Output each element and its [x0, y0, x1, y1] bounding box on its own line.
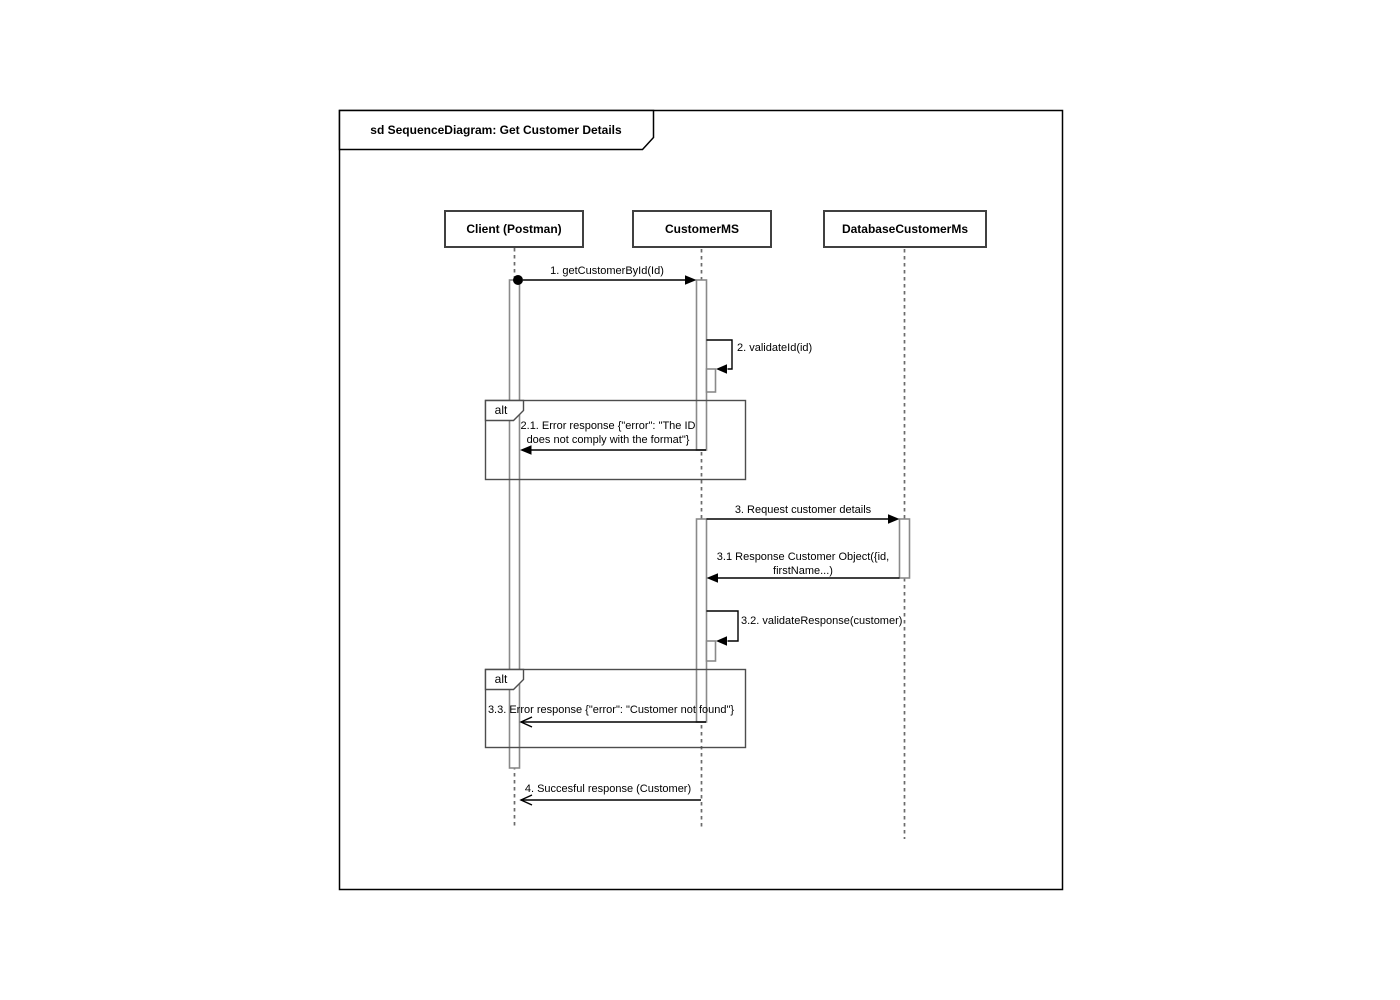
alt-fragment-2	[484, 668, 747, 749]
alt-fragment-1-label-shape	[484, 399, 525, 422]
participant-database: DatabaseCustomerMs	[823, 210, 987, 248]
message-3-3-label: 3.3. Error response {"error": "Customer …	[487, 704, 735, 716]
message-4-arrow	[519, 794, 701, 806]
filled-arrowhead-icon	[706, 573, 718, 583]
message-2-label: 2. validateId(id)	[737, 342, 813, 354]
filled-arrowhead-icon	[685, 275, 697, 285]
filled-arrowhead-icon	[888, 514, 900, 524]
activation-database	[898, 518, 911, 579]
message-3-2-label: 3.2. validateResponse(customer)	[741, 615, 903, 627]
message-2-1-label: 2.1. Error response {"error": "The ID do…	[500, 420, 716, 447]
open-arrowhead-icon	[519, 794, 533, 806]
activation-customerms-2	[695, 518, 708, 723]
activation-client	[508, 279, 521, 769]
participant-customerms: CustomerMS	[632, 210, 772, 248]
message-2-1-line2: does not comply with the format"}	[526, 433, 690, 446]
message-3-2-self-loop	[706, 610, 739, 646]
message-3-arrow	[706, 514, 900, 524]
message-2-self-loop	[706, 339, 733, 374]
open-arrowhead-icon	[519, 716, 533, 728]
activation-validateid	[705, 368, 717, 393]
filled-arrowhead-icon	[520, 445, 532, 455]
message-3-1-line2: firstName...)	[773, 564, 833, 577]
filled-arrowhead-icon	[716, 636, 727, 646]
message-1-arrow	[513, 275, 697, 285]
alt-fragment-2-label-shape	[484, 668, 525, 691]
participant-client: Client (Postman)	[444, 210, 584, 248]
message-4-label: 4. Succesful response (Customer)	[524, 783, 692, 795]
alt-fragment-2-label: alt	[494, 672, 508, 686]
message-2-1-arrow	[520, 445, 706, 455]
message-3-1-label: 3.1 Response Customer Object({id, firstN…	[693, 551, 913, 578]
alt-fragment-1	[484, 399, 747, 481]
diagram-title: sd SequenceDiagram: Get Customer Details	[370, 122, 622, 137]
message-3-1-arrow	[706, 573, 900, 583]
filled-arrowhead-icon	[716, 364, 727, 374]
message-3-label: 3. Request customer details	[734, 504, 872, 516]
message-2-1-line1: 2.1. Error response {"error": "The ID	[520, 420, 696, 432]
message-3-1-line1: 3.1 Response Customer Object({id,	[716, 551, 890, 563]
diagram-frame	[338, 109, 1064, 891]
activation-validateresponse	[705, 640, 717, 662]
alt-fragment-1-label: alt	[494, 403, 508, 417]
diagram-title-tab-shape	[338, 109, 655, 151]
message-start-dot	[513, 275, 523, 285]
message-1-label: 1. getCustomerById(Id)	[550, 265, 664, 277]
message-3-3-arrow	[519, 716, 706, 728]
